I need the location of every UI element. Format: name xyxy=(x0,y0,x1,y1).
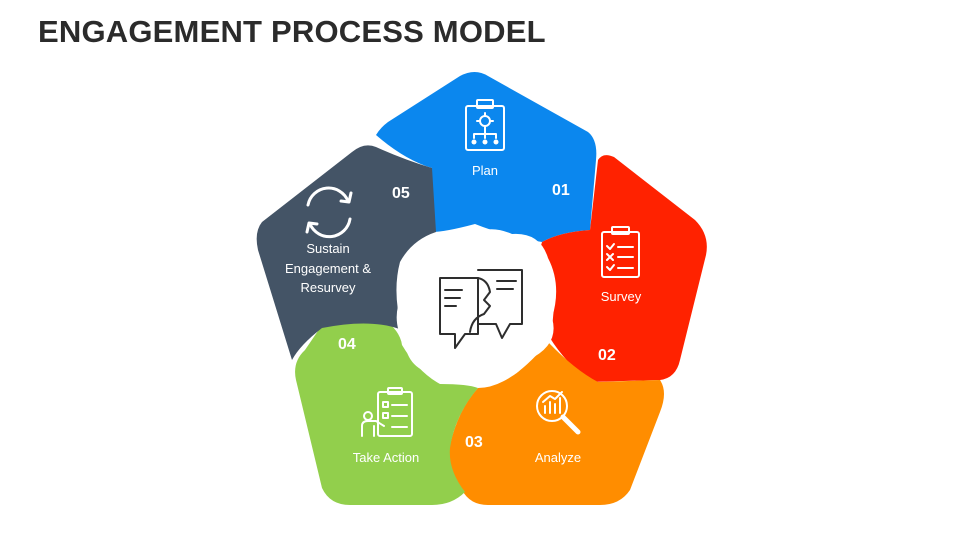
segment-label-survey: Survey xyxy=(601,289,642,304)
page-title: ENGAGEMENT PROCESS MODEL xyxy=(38,14,546,49)
segment-sustain[interactable] xyxy=(256,145,436,360)
plan-clipboard-icon xyxy=(465,99,505,151)
segment-label-sustain-line1: Sustain xyxy=(306,241,349,256)
magnifier-chart-icon xyxy=(536,390,581,435)
segment-plan[interactable] xyxy=(376,72,597,242)
segment-analyze[interactable] xyxy=(448,342,664,505)
checklist-icon xyxy=(601,226,640,278)
segment-number-05: 05 xyxy=(392,185,410,202)
segment-take-action[interactable] xyxy=(295,317,478,505)
segment-number-02: 02 xyxy=(598,347,616,364)
segment-label-sustain-line2: Engagement & xyxy=(285,261,371,276)
segment-label-take-action: Take Action xyxy=(353,450,420,465)
center-hub xyxy=(396,229,557,385)
refresh-arrows-icon xyxy=(305,186,353,239)
segment-label-sustain-line3: Resurvey xyxy=(301,280,356,295)
segment-number-04: 04 xyxy=(338,336,356,353)
segment-label-plan: Plan xyxy=(472,163,498,178)
segment-number-03: 03 xyxy=(465,434,483,451)
profile-chat-bubbles-icon xyxy=(439,269,523,349)
person-board-icon xyxy=(361,387,413,437)
segment-number-01: 01 xyxy=(552,182,570,199)
segment-label-analyze: Analyze xyxy=(535,450,581,465)
